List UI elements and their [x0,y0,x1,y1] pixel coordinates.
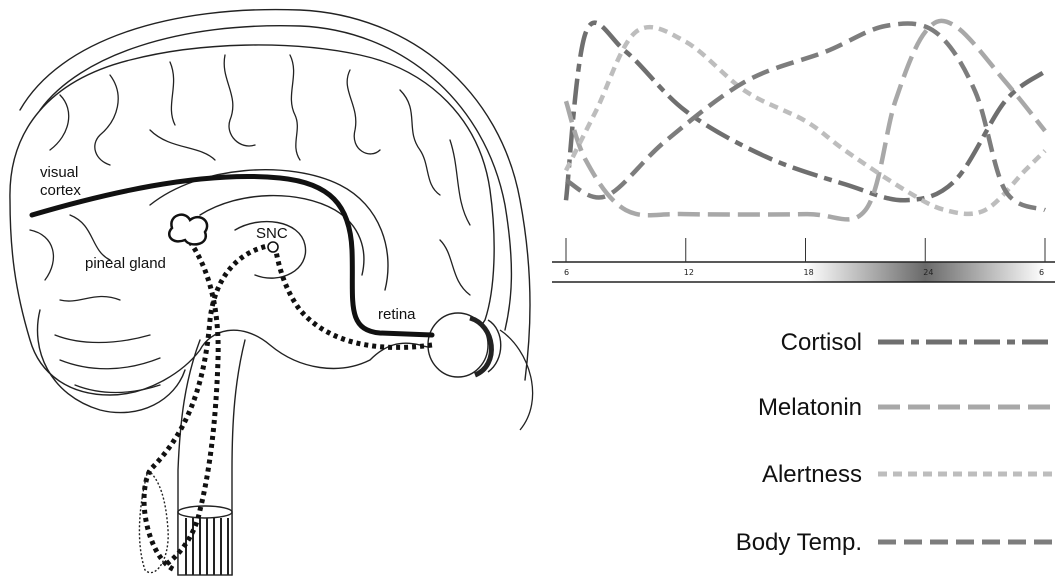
eye [428,313,533,430]
cerebellum-fold [60,358,160,369]
gyrus-fold [400,90,440,195]
time-axis: 6 12 18 24 6 [552,238,1055,282]
gyrus-fold [70,215,110,260]
legend-label: Body Temp. [736,529,862,556]
axis-tick-label: 12 [684,268,694,277]
series-line-alertness [566,27,1045,214]
gyrus-fold [60,296,120,301]
axis-tick-label: 6 [564,268,569,277]
visual-cortex-label-line1: visual [40,164,78,181]
series-line-body-temp [566,24,1045,211]
cerebrum-outline [10,45,494,395]
axis-tick-label: 18 [804,268,814,277]
visual-cortex-label-line2: cortex [40,182,81,199]
cerebellum-outline [38,310,186,413]
cerebellum-fold [75,385,160,393]
gyrus-fold [50,95,69,150]
gyrus-fold [450,140,470,225]
brainstem-right [232,340,245,575]
pineal-gland [169,215,207,245]
snc-label: SNC [256,225,288,242]
series-line-cortisol [566,23,1045,201]
gyrus-fold [170,62,175,125]
series-line-melatonin [566,21,1045,220]
axis-tick-label: 24 [923,268,933,277]
legend-label: Cortisol [781,329,862,356]
gyrus-fold [150,130,215,160]
retina-label: retina [378,306,416,323]
pineal-gland-label: pineal gland [85,255,166,272]
brain-diagram: visual cortex pineal gland SNC retina [10,10,533,575]
gyrus-fold [347,70,380,154]
gyrus-fold [290,55,300,160]
snc-nucleus [268,242,278,252]
chart-curves [566,21,1045,220]
gyrus-fold [224,55,255,146]
gyrus-fold [95,75,118,165]
legend-label: Alertness [762,461,862,488]
legend-label: Melatonin [758,394,862,421]
cerebellum-fold [55,335,150,343]
gyrus-fold [30,230,53,280]
circadian-chart: 6 12 18 24 6 CortisolMelatoninAlertnessBody … [552,21,1055,556]
gyrus-fold [440,240,470,295]
visual-cortex-label: visual cortex [40,164,81,199]
spinal-ganglion-cylinder [178,506,232,575]
axis-tick-label: 6 [1039,268,1044,277]
